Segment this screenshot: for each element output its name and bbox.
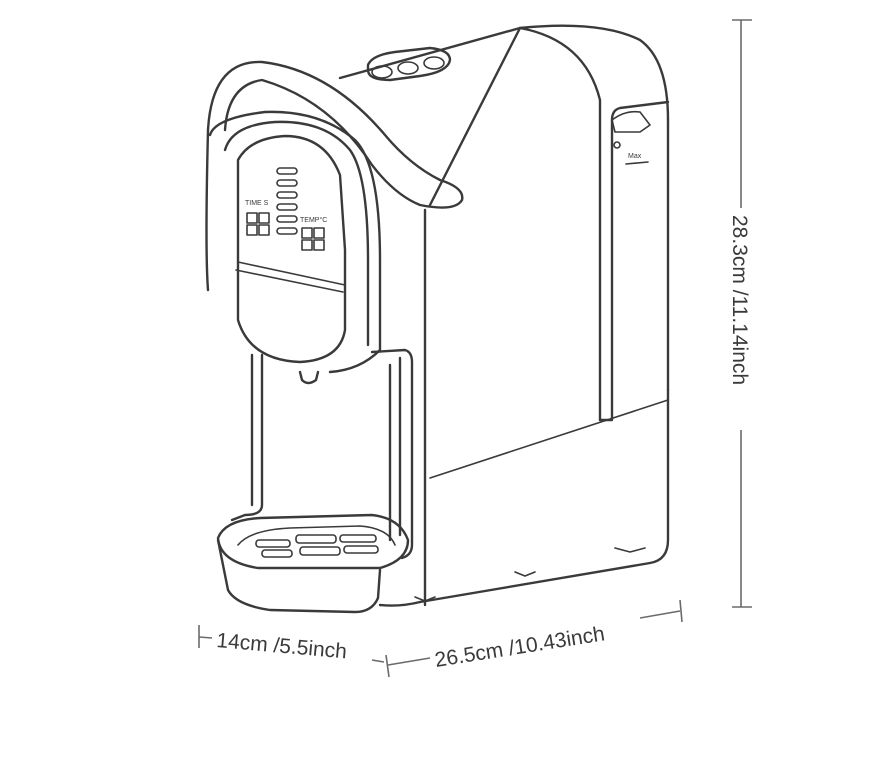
width-label: 14cm /5.5inch — [216, 629, 348, 663]
width-dimension: 14cm /5.5inch — [198, 625, 385, 663]
brew-head: TIME S TEMP°C — [205, 110, 382, 385]
temp-label: TEMP°C — [300, 216, 327, 224]
top-buttons — [366, 46, 452, 82]
top-button-middle — [397, 61, 419, 75]
time-label: TIME S — [245, 200, 269, 207]
height-label: 28.3cm /11.14inch — [728, 215, 751, 385]
height-dimension: 28.3cm /11.14inch — [728, 19, 752, 608]
drip-tray — [216, 513, 410, 614]
machine-body: Max — [338, 24, 670, 607]
top-button-left — [371, 65, 393, 79]
cup-area — [230, 348, 414, 560]
depth-label: 26.5cm /10.43inch — [433, 622, 606, 672]
max-label: Max — [628, 153, 642, 160]
time-digits — [246, 212, 270, 236]
top-button-right — [423, 56, 445, 70]
level-indicator-bars — [276, 167, 298, 235]
handle — [206, 60, 464, 209]
depth-dimension: 26.5cm /10.43inch — [385, 599, 683, 678]
temp-digits — [301, 227, 325, 251]
